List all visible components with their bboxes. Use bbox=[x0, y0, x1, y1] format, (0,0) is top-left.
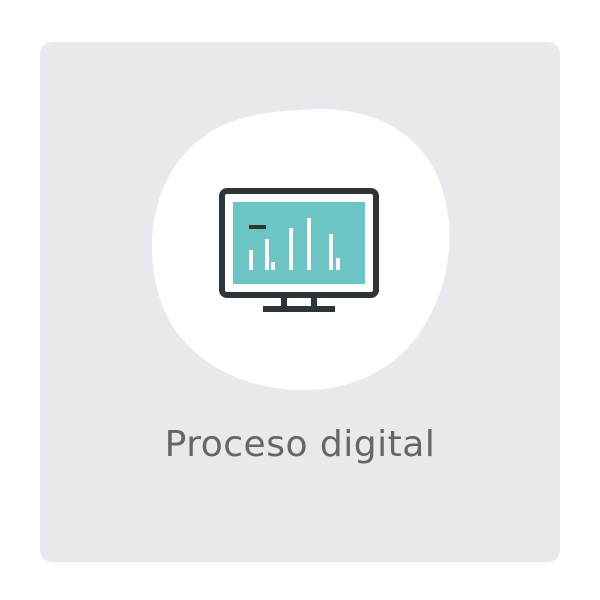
monitor-neck-right bbox=[311, 295, 317, 307]
service-card[interactable]: Proceso digital bbox=[40, 42, 560, 562]
chart-bar bbox=[271, 262, 275, 270]
monitor-neck-left bbox=[281, 295, 287, 307]
chart-bar bbox=[307, 218, 311, 270]
chart-bar bbox=[329, 234, 333, 270]
monitor-screen bbox=[233, 202, 365, 284]
chart-bar bbox=[249, 250, 253, 270]
chart-bar bbox=[265, 239, 269, 270]
monitor-frame bbox=[219, 188, 379, 298]
chart-bar bbox=[336, 258, 340, 270]
card-caption: Proceso digital bbox=[164, 424, 436, 465]
monitor-bar-chart-icon bbox=[219, 188, 379, 312]
chart-bar bbox=[289, 228, 293, 270]
monitor-base bbox=[263, 306, 335, 312]
screen-dash-mark bbox=[249, 225, 266, 229]
